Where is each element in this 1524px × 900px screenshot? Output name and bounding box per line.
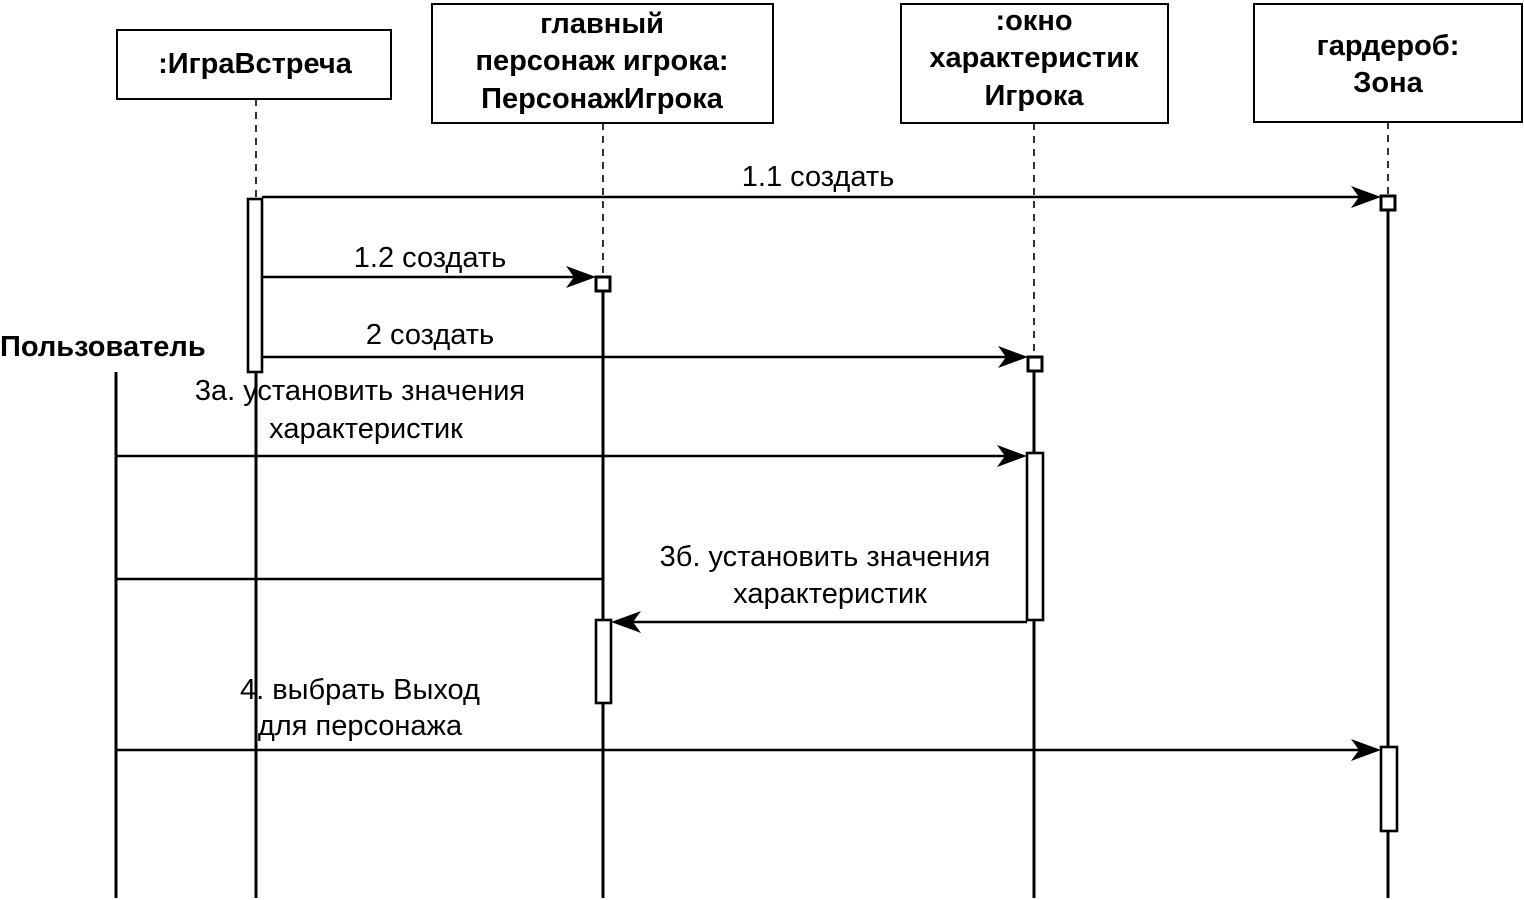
message-label-line-1: 3б. установить значения: [660, 541, 991, 573]
creation-marker: [1026, 355, 1044, 373]
object-label-line-1: :окно: [995, 5, 1072, 37]
object-igra-vstrecha: :ИграВстреча: [116, 29, 392, 100]
lifeline-okno-harakteristik: [1025, 123, 1045, 898]
message-1-1-sozdat: 1.1 создать: [262, 161, 1381, 208]
activation-bar: [1379, 745, 1399, 833]
object-label-line-3: Игрока: [985, 80, 1085, 112]
creation-marker: [594, 275, 612, 293]
actor-label: Пользователь: [0, 331, 206, 363]
message-label-line-1: 1.1 создать: [742, 161, 894, 193]
object-label-line-2: характеристик: [929, 42, 1139, 74]
message-label-line-2: характеристик: [269, 413, 463, 445]
object-label-line-3: ПерсонажИгрока: [481, 83, 724, 115]
message-label-line-2: характеристик: [733, 578, 927, 610]
message-3b-ustanovit-znacheniya: 3б. установить значения характеристик: [611, 541, 1027, 633]
lifeline-igra-vstrecha: [246, 99, 264, 898]
message-2-sozdat: 2 создать: [262, 319, 1028, 368]
object-label-line-2: Зона: [1353, 67, 1423, 99]
object-label-line-1: :ИграВстреча: [158, 48, 353, 80]
lifeline-garderob-zona: [1379, 122, 1399, 898]
message-label-line-1: 2 создать: [366, 319, 494, 351]
object-box: [900, 3, 1169, 124]
message-label-line-2: для персонажа: [258, 710, 463, 742]
object-okno-harakteristik: :окно характеристик Игрока: [900, 3, 1169, 124]
actor-polzovatel: Пользователь: [0, 331, 206, 898]
message-label-line-1: 1.2 создать: [354, 242, 506, 274]
activation-bar: [1025, 451, 1045, 622]
message-1-2-sozdat: 1.2 создать: [262, 242, 596, 288]
object-label-line-1: главный: [540, 8, 664, 40]
object-garderob-zona: гардероб: Зона: [1253, 3, 1523, 123]
lifeline-personazh-igroka: [594, 123, 613, 898]
object-label-line-1: гардероб:: [1317, 30, 1460, 62]
message-3a-ustanovit-znacheniya: 3а. установить значения характеристик: [116, 375, 1027, 467]
object-personazh-igroka: главный персонаж игрока: ПерсонажИгрока: [431, 3, 774, 124]
message-4-vybrat-vyhod: 4. выбрать Выход для персонажа: [116, 674, 1381, 761]
object-label-line-2: персонаж игрока:: [475, 45, 728, 77]
activation-bar: [594, 618, 613, 705]
object-box: [431, 3, 774, 124]
object-box: [116, 29, 392, 100]
message-label-line-1: 3а. установить значения: [195, 375, 525, 407]
creation-marker: [1379, 194, 1397, 212]
activation-bar: [246, 197, 264, 374]
message-label-line-1: 4. выбрать Выход: [240, 674, 480, 706]
object-box: [1253, 3, 1523, 123]
